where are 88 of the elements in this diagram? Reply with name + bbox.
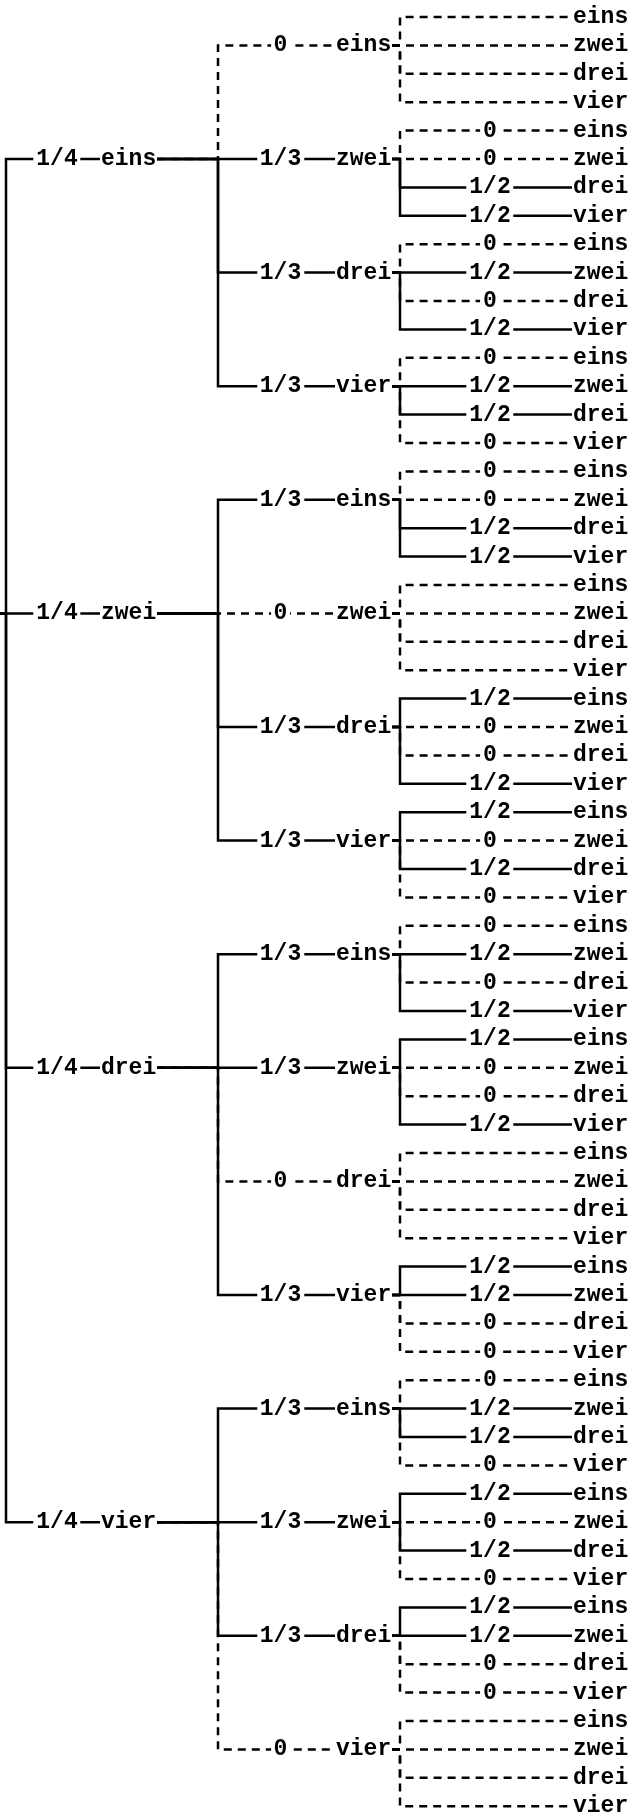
outcome-label: vier — [572, 202, 630, 229]
outcome-label: drei — [335, 1168, 393, 1195]
outcome-label: eins — [335, 1395, 393, 1422]
outcome-label: eins — [572, 572, 630, 598]
outcome-label: vier — [572, 1111, 630, 1138]
outcome-label: vier — [572, 543, 630, 570]
outcome-label: zwei — [572, 714, 630, 740]
outcome-label: eins — [335, 486, 393, 513]
outcome-label: vier — [335, 373, 393, 400]
outcome-label: vier — [572, 89, 630, 116]
outcome-label: drei — [572, 288, 630, 314]
outcome-label: zwei — [572, 827, 630, 854]
outcome-label: drei — [572, 969, 630, 996]
outcome-label: zwei — [335, 600, 393, 627]
outcome-label: eins — [572, 344, 630, 371]
outcome-label: vier — [335, 827, 393, 854]
outcome-label: drei — [572, 1196, 630, 1223]
outcome-label: eins — [572, 1480, 630, 1507]
outcome-label: vier — [572, 1452, 630, 1479]
outcome-label: zwei — [335, 1509, 393, 1536]
outcome-label: drei — [572, 1537, 630, 1564]
outcome-label: zwei — [572, 1054, 630, 1081]
outcome-label: eins — [572, 231, 630, 258]
tree-branch-line — [0, 612, 100, 1524]
outcome-label: zwei — [572, 941, 630, 968]
outcome-label: eins — [572, 1708, 630, 1734]
outcome-label: drei — [572, 856, 630, 882]
outcome-label: zwei — [572, 373, 630, 400]
outcome-label: drei — [335, 259, 393, 286]
outcome-label: vier — [572, 1566, 630, 1592]
outcome-label: vier — [572, 770, 630, 797]
outcome-label: vier — [335, 1736, 393, 1763]
outcome-label: eins — [572, 912, 630, 939]
outcome-label: vier — [100, 1509, 158, 1536]
outcome-label: eins — [572, 685, 630, 712]
outcome-label: drei — [572, 515, 630, 542]
outcome-label: zwei — [572, 1736, 630, 1763]
tree-branch-line — [157, 157, 335, 388]
outcome-label: zwei — [572, 32, 630, 59]
outcome-label: eins — [335, 941, 393, 968]
outcome-label: drei — [572, 1424, 630, 1450]
outcome-label: zwei — [572, 1395, 630, 1422]
outcome-label: drei — [572, 1310, 630, 1337]
outcome-label: vier — [335, 1282, 393, 1308]
outcome-label: drei — [572, 1083, 630, 1110]
outcome-label: zwei — [572, 486, 630, 513]
outcome-label: zwei — [572, 1509, 630, 1536]
outcome-label: eins — [572, 1594, 630, 1621]
outcome-label: eins — [100, 146, 158, 172]
outcome-label: eins — [572, 799, 630, 826]
tree-branch-line — [157, 1066, 335, 1297]
outcome-label: zwei — [100, 600, 158, 627]
outcome-label: drei — [572, 1764, 630, 1791]
outcome-label: eins — [572, 458, 630, 485]
outcome-label: eins — [335, 32, 393, 59]
outcome-label: drei — [572, 174, 630, 201]
outcome-label: drei — [572, 401, 630, 428]
outcome-label: vier — [572, 657, 630, 684]
outcome-label: zwei — [572, 1282, 630, 1308]
outcome-label: drei — [572, 60, 630, 87]
outcome-label: vier — [572, 430, 630, 456]
outcome-label: vier — [572, 884, 630, 911]
outcome-label: eins — [572, 4, 630, 30]
outcome-label: vier — [572, 1793, 630, 1818]
outcome-label: zwei — [572, 259, 630, 286]
outcome-label: eins — [572, 1140, 630, 1166]
outcome-label: drei — [335, 1622, 393, 1649]
outcome-label: vier — [572, 1225, 630, 1252]
outcome-label: drei — [100, 1054, 158, 1081]
outcome-label: eins — [572, 1026, 630, 1053]
outcome-label: zwei — [335, 1054, 393, 1081]
outcome-label: vier — [572, 998, 630, 1024]
outcome-label: zwei — [572, 146, 630, 172]
outcome-label: zwei — [572, 600, 630, 627]
outcome-label: eins — [572, 1367, 630, 1394]
outcome-label: eins — [572, 1253, 630, 1280]
outcome-label: drei — [572, 742, 630, 769]
outcome-label: vier — [572, 316, 630, 343]
outcome-label: eins — [572, 117, 630, 144]
outcome-label: drei — [572, 628, 630, 655]
outcome-label: drei — [335, 714, 393, 740]
outcome-label: zwei — [572, 1168, 630, 1195]
outcome-label: zwei — [335, 146, 393, 172]
tree-branch-line — [157, 612, 335, 842]
outcome-label: vier — [572, 1679, 630, 1706]
outcome-label: zwei — [572, 1622, 630, 1649]
outcome-label: vier — [572, 1338, 630, 1365]
outcome-label: drei — [572, 1651, 630, 1678]
